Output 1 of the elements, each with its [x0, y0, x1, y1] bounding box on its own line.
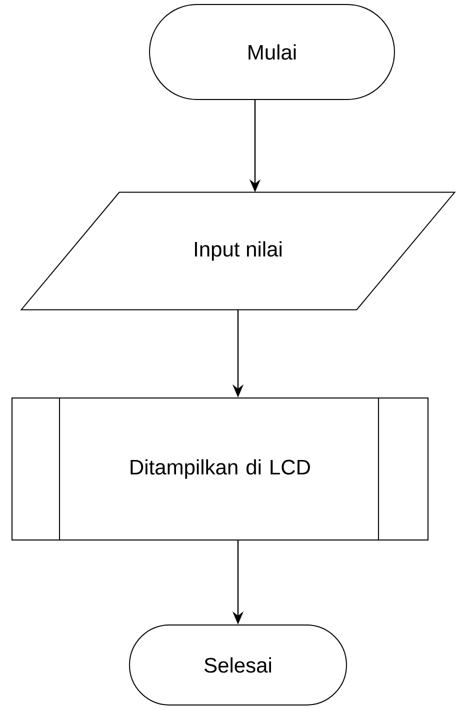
process-box: Ditampilkan di LCD [12, 397, 428, 541]
